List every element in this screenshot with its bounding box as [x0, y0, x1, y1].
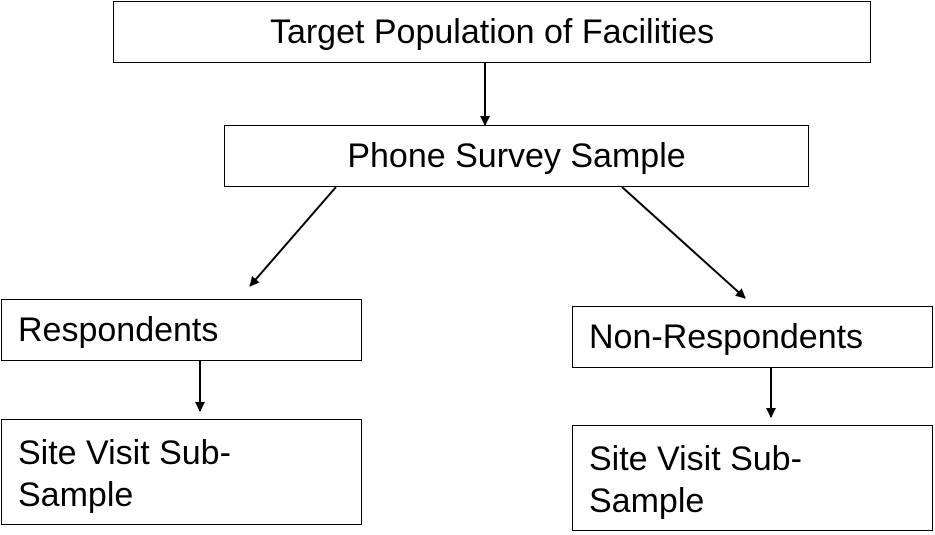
arrow-phone-survey-to-respondents — [249, 186, 337, 287]
non-respondents-box: Non-Respondents — [572, 306, 933, 368]
target-population-box: Target Population of Facilities — [113, 1, 871, 63]
respondents-box: Respondents — [1, 299, 362, 361]
site-visit-subsample-box-left: Site Visit Sub- Sample — [1, 419, 362, 525]
phone-survey-sample-box: Phone Survey Sample — [224, 125, 809, 187]
site-visit-subsample-box-right: Site Visit Sub- Sample — [572, 425, 933, 531]
arrow-phone-survey-to-non-respondents — [621, 186, 746, 299]
